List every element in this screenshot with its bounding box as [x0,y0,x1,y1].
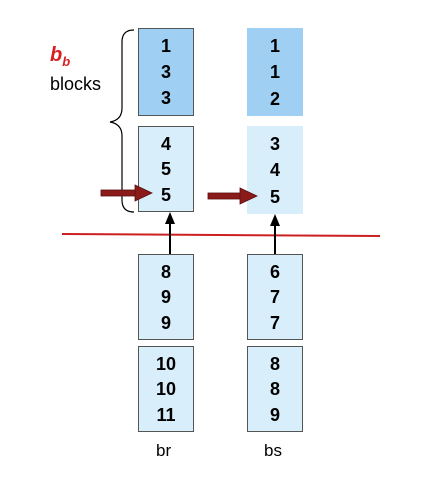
br-block-4-value-2: 10 [155,379,177,399]
br-block-1-value-3: 3 [160,88,171,108]
br-block-2: 4 5 5 [138,126,194,212]
bs-up-arrow-icon [270,214,280,254]
bs-block-1: 1 1 2 [247,28,303,116]
br-block-1-value-1: 1 [160,36,171,56]
br-block-4-value-3: 11 [156,404,176,425]
br-block-2-value-3: 5 [160,184,171,205]
bs-block-2-value-2: 4 [269,160,280,180]
bs-block-4-value-1: 8 [269,353,280,374]
br-block-4-value-1: 10 [155,353,177,374]
bs-column-label: bs [264,441,282,460]
br-block-1-value-2: 3 [160,62,171,82]
bb-label: bb [50,44,71,69]
br-column-label: br [156,441,172,460]
bs-block-4-value-3: 9 [269,404,280,425]
bs-block-2-value-1: 3 [269,133,280,154]
bs-block-3-value-3: 7 [269,312,280,333]
br-block-2-value-2: 5 [160,159,171,179]
br-block-3-value-1: 8 [160,261,171,282]
bs-block-1-value-2: 1 [269,62,280,82]
blocks-label: blocks [50,74,102,94]
br-block-3-value-3: 9 [160,312,171,333]
bs-block-4: 8 8 9 [247,346,303,432]
br-block-3: 8 9 9 [138,254,194,340]
br-block-3-value-2: 9 [160,287,171,307]
br-up-arrow-icon [165,212,175,254]
divider-line [61,233,381,237]
br-block-4: 10 10 11 [138,346,194,432]
bs-block-3-value-1: 6 [269,261,280,282]
brace-icon [109,29,135,213]
bs-block-2-value-3: 5 [269,186,280,207]
bs-block-3-value-2: 7 [269,287,280,307]
bs-block-1-value-3: 2 [269,88,280,109]
br-block-1: 1 3 3 [138,28,194,116]
bs-block-2: 3 4 5 [247,126,303,214]
br-block-2-value-1: 4 [160,133,171,154]
br-pointer-arrow-icon [100,184,153,202]
bs-pointer-arrow-icon [207,187,258,205]
bs-block-1-value-1: 1 [269,35,280,56]
bs-block-4-value-2: 8 [269,379,280,399]
bs-block-3: 6 7 7 [247,254,303,340]
